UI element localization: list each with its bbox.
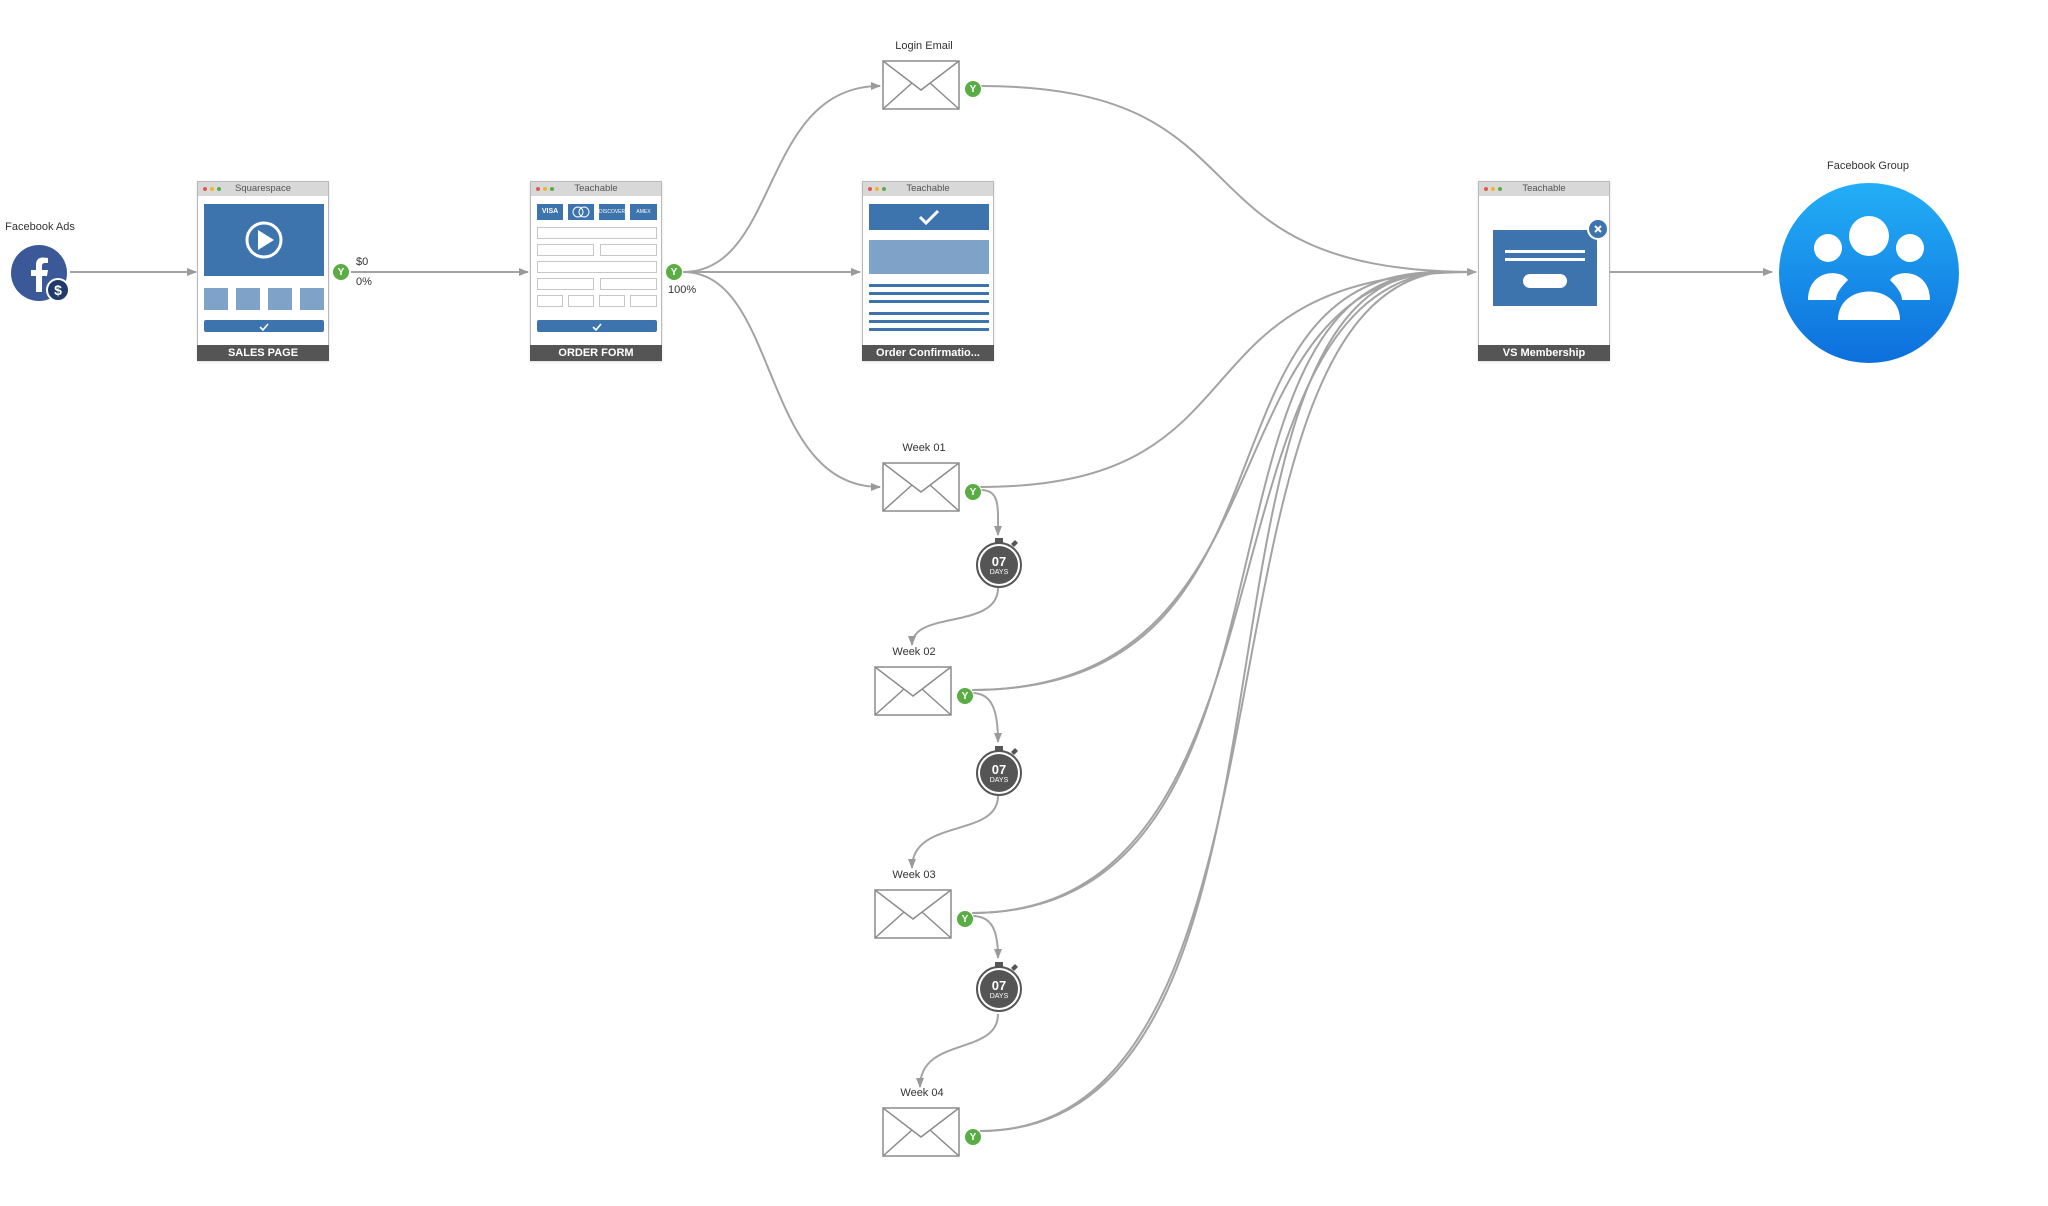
order-yes-badge: Y	[665, 263, 683, 281]
week03-yes-badge: Y	[956, 910, 974, 928]
edge-week02-extra	[971, 271, 1441, 691]
sales-value-stat: $0	[356, 256, 369, 268]
order-form-name: ORDER FORM	[530, 345, 662, 361]
stopwatch-icon: 07 DAYS	[976, 538, 1022, 588]
check-icon	[592, 323, 602, 332]
delay-timer-1[interactable]: 07 DAYS	[975, 538, 1023, 588]
week04-yes-badge: Y	[964, 1128, 982, 1146]
membership-node[interactable]: Teachable VS Membership	[1478, 181, 1610, 361]
edge-week01-to-timer	[979, 489, 1003, 536]
order-form-titlebar: Teachable	[531, 182, 661, 196]
edge-week01-to-membership	[979, 271, 1477, 488]
confirmation-platform: Teachable	[906, 183, 950, 194]
delay-1-unit: DAYS	[990, 569, 1009, 576]
delay-2-number: 07	[992, 762, 1006, 777]
amex-card: AMEX	[630, 204, 657, 220]
order-form-platform: Teachable	[574, 183, 618, 194]
facebook-ads-node[interactable]: $	[10, 244, 70, 304]
membership-platform: Teachable	[1522, 183, 1566, 194]
membership-name: VS Membership	[1478, 345, 1610, 361]
week01-email-icon[interactable]	[882, 462, 960, 512]
sales-cta-button	[204, 320, 324, 332]
confirmation-titlebar: Teachable	[863, 182, 993, 196]
delay-timer-2[interactable]: 07 DAYS	[975, 746, 1023, 796]
mastercard-card	[568, 204, 594, 220]
group-icon	[1779, 183, 1959, 363]
confirmation-banner	[869, 204, 989, 230]
edge-week02-to-membership	[971, 271, 1441, 691]
edge-login-to-membership	[979, 85, 1477, 276]
edge-order-to-week01	[682, 271, 881, 491]
edge-order-to-login	[682, 82, 881, 273]
facebook-group-label: Facebook Group	[1827, 160, 1909, 172]
stopwatch-icon: 07 DAYS	[976, 962, 1022, 1012]
check-icon	[259, 323, 269, 332]
membership-titlebar: Teachable	[1479, 182, 1609, 196]
login-yes-badge: Y	[964, 80, 982, 98]
login-email-label: Login Email	[895, 40, 953, 52]
video-placeholder	[204, 204, 324, 276]
visa-card: VISA	[537, 204, 563, 220]
edge-week03-to-timer	[971, 915, 1002, 959]
discover-card: DISCOVER	[599, 204, 625, 220]
edge-week03-to-membership	[971, 271, 1441, 914]
week03-email-icon[interactable]	[874, 889, 952, 939]
facebook-group-node[interactable]	[1778, 182, 1960, 364]
delay-2-unit: DAYS	[990, 777, 1009, 784]
week02-yes-badge: Y	[956, 687, 974, 705]
delay-3-unit: DAYS	[990, 993, 1009, 1000]
week04-label: Week 04	[900, 1087, 944, 1099]
sales-page-titlebar: Squarespace	[198, 182, 328, 196]
close-icon	[1587, 218, 1609, 240]
facebook-ads-icon: $	[11, 245, 70, 302]
mastercard-icon	[572, 206, 590, 218]
edge-timer3-to-week04	[916, 1013, 999, 1088]
delay-3-number: 07	[992, 978, 1006, 993]
delay-timer-3[interactable]: 07 DAYS	[975, 962, 1023, 1012]
week01-label: Week 01	[902, 442, 946, 454]
order-rate-stat: 100%	[668, 284, 697, 296]
sales-page-node[interactable]: Squarespace SALES PAGE	[197, 181, 329, 361]
membership-popup	[1493, 230, 1597, 306]
play-icon	[245, 221, 283, 259]
sales-page-platform: Squarespace	[235, 183, 291, 194]
checkmark-icon	[918, 209, 940, 226]
week03-label: Week 03	[892, 869, 936, 881]
edge-week02-to-timer	[971, 692, 1002, 743]
svg-text:$: $	[54, 282, 62, 298]
edge-week03-extra	[971, 271, 1441, 914]
sales-page-name: SALES PAGE	[197, 345, 329, 361]
facebook-ads-label: Facebook Ads	[5, 221, 75, 233]
week01-yes-badge: Y	[964, 483, 982, 501]
week02-label: Week 02	[892, 646, 936, 658]
confirmation-name: Order Confirmatio...	[862, 345, 994, 361]
edge-timer1-to-week02	[908, 587, 999, 646]
order-confirmation-node[interactable]: Teachable Order Confirmatio...	[862, 181, 994, 361]
order-form-node[interactable]: Teachable VISA DISCOVER AMEX ORDER FORM	[530, 181, 662, 361]
week04-email-icon[interactable]	[882, 1107, 960, 1157]
login-email-icon[interactable]	[882, 60, 960, 110]
sales-rate-stat: 0%	[356, 276, 372, 288]
sales-yes-badge: Y	[332, 263, 350, 281]
edge-week04-to-membership	[979, 271, 1441, 1132]
edge-week04-extra	[979, 271, 1441, 1132]
week02-email-icon[interactable]	[874, 666, 952, 716]
edge-timer2-to-week03	[908, 795, 999, 869]
stopwatch-icon: 07 DAYS	[976, 746, 1022, 796]
order-submit-button	[537, 320, 657, 332]
delay-1-number: 07	[992, 554, 1006, 569]
